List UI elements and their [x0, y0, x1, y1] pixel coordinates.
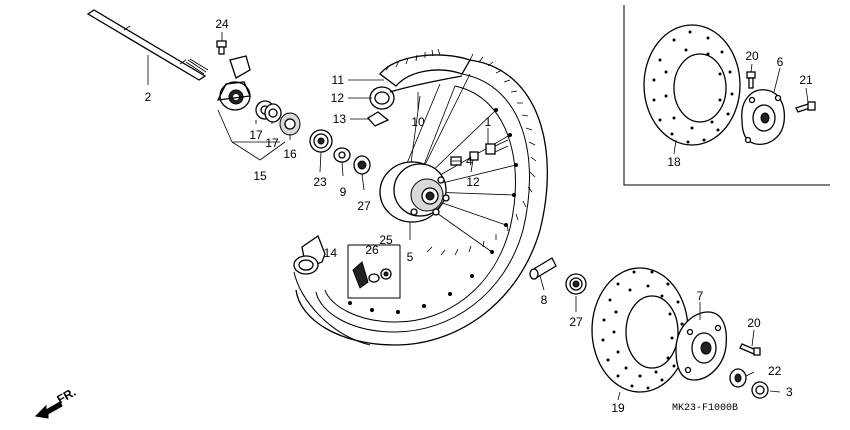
- callout-27a: 27: [357, 199, 371, 213]
- callout-12b: 12: [466, 175, 480, 189]
- leader-lines: [147, 32, 809, 401]
- nipple-part-1: [485, 139, 509, 155]
- callout-1: 1: [485, 115, 492, 129]
- callout-22: 22: [768, 364, 782, 378]
- callout-25: 25: [379, 233, 393, 247]
- tire-part-11: [379, 48, 471, 87]
- inset-box: [623, 5, 830, 186]
- callout-27b: 27: [569, 315, 583, 329]
- callout-3: 3: [786, 385, 793, 399]
- inset-disc-part-18: [643, 24, 741, 146]
- bolt-part-20b: [739, 343, 761, 356]
- valve-cap-group: [347, 244, 401, 299]
- callout-16: 16: [283, 147, 297, 161]
- diagram-code: MK23-F1000B: [672, 403, 738, 414]
- callout-12a: 12: [331, 91, 345, 105]
- bolt-part-12b: [469, 151, 479, 161]
- callout-numbers: 24 2 11 12 13 10 1 4 12 17 17 16 15 23 9…: [145, 17, 813, 415]
- inset-flange-part-6: [741, 89, 786, 145]
- gear-part-16: [279, 112, 301, 136]
- hub: [379, 161, 450, 223]
- rim-band-part-13: [366, 111, 390, 127]
- brake-disc-part-19: [591, 267, 689, 393]
- callout-19: 19: [611, 401, 625, 415]
- collar-part-3: [751, 381, 769, 399]
- disc-flange-part-7: [675, 311, 728, 381]
- callout-13: 13: [333, 112, 347, 126]
- callout-18: 18: [667, 155, 681, 169]
- callout-20a: 20: [745, 49, 759, 63]
- bearing-part-27a: [353, 155, 371, 175]
- callout-15: 15: [253, 169, 267, 183]
- callout-24: 24: [215, 17, 229, 31]
- callout-4: 4: [466, 154, 473, 168]
- seal-part-22: [729, 368, 747, 388]
- bolt-part-20a: [746, 71, 756, 89]
- speedometer-gearbox: [216, 55, 251, 111]
- bolt-part-21: [795, 101, 816, 113]
- callout-2: 2: [145, 90, 152, 104]
- callout-7: 7: [697, 289, 704, 303]
- callout-17b: 17: [265, 136, 279, 150]
- callout-5: 5: [407, 250, 414, 264]
- bearing-part-23: [309, 129, 333, 153]
- tube-part-12a: [369, 75, 463, 110]
- callout-17a: 17: [249, 128, 263, 142]
- rim-band-lower: [293, 234, 371, 346]
- callout-14: 14: [324, 246, 338, 260]
- axle-part-2: [86, 9, 209, 81]
- callout-6: 6: [777, 55, 784, 69]
- seal-part-17b: [264, 103, 282, 123]
- callout-8: 8: [541, 293, 548, 307]
- front-direction-arrow: FR.: [34, 385, 78, 419]
- callout-10: 10: [411, 115, 425, 129]
- callout-11: 11: [332, 73, 345, 87]
- bolt-part-24: [216, 40, 227, 55]
- arrow-icon: [34, 401, 63, 419]
- collar-part-8: [529, 257, 557, 280]
- callout-9: 9: [340, 185, 347, 199]
- callout-26: 26: [365, 243, 379, 257]
- callout-21: 21: [799, 73, 813, 87]
- retainer-part-9: [333, 147, 351, 163]
- callout-23: 23: [313, 175, 327, 189]
- callout-20b: 20: [747, 316, 761, 330]
- bearing-part-27b: [565, 273, 587, 295]
